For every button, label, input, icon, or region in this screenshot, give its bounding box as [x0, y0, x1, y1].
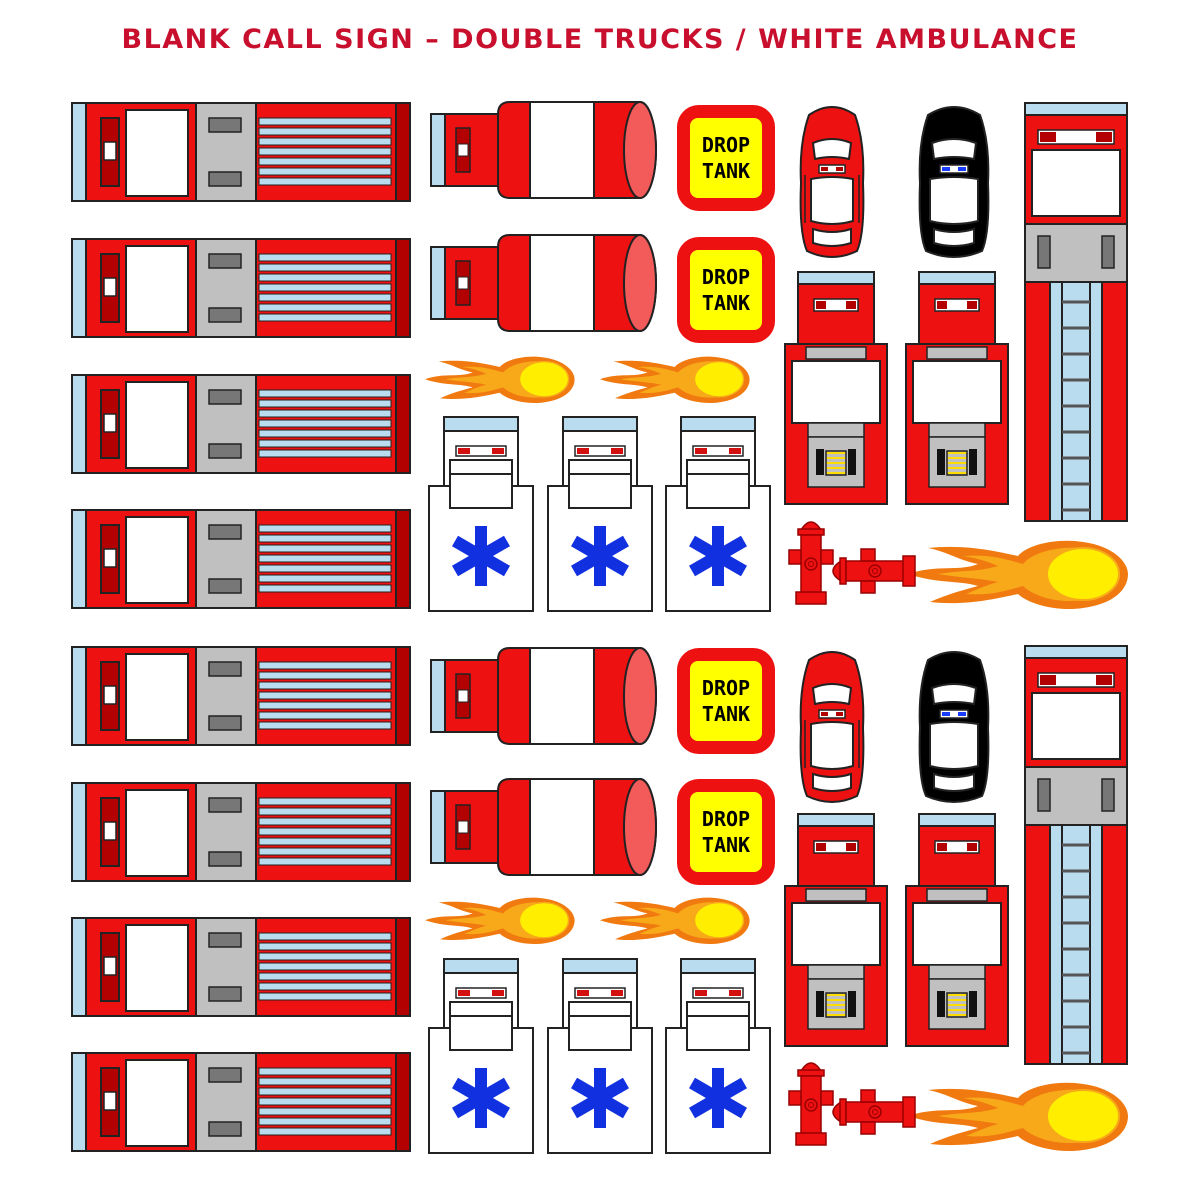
fireball-icon: [425, 352, 575, 406]
ambulance-icon: [428, 958, 534, 1154]
fireball-icon: [908, 534, 1128, 614]
drop-tank-line2: TANK: [702, 833, 750, 857]
fireball-icon: [425, 893, 575, 947]
water-tanker-icon: [430, 777, 658, 877]
drop-tank-line1: DROP: [702, 676, 750, 700]
fire-engine-top-icon: [905, 271, 1009, 505]
fire-engine-side-icon: [71, 238, 411, 338]
fire-engine-side-icon: [71, 374, 411, 474]
fire-hydrant-icon: [823, 1087, 917, 1137]
red-chief-car-icon: [797, 103, 867, 261]
fire-engine-top-icon: [905, 813, 1009, 1047]
drop-tank-icon: DROP TANK: [676, 647, 776, 755]
fire-engine-side-icon: [71, 917, 411, 1017]
drop-tank-line1: DROP: [702, 265, 750, 289]
drop-tank-line1: DROP: [702, 133, 750, 157]
fire-hydrant-icon: [786, 1053, 836, 1147]
fire-engine-side-icon: [71, 509, 411, 609]
drop-tank-icon: DROP TANK: [676, 778, 776, 886]
drop-tank-line2: TANK: [702, 291, 750, 315]
ladder-truck-icon: [1024, 102, 1128, 522]
fire-engine-side-icon: [71, 1052, 411, 1152]
fire-engine-side-icon: [71, 782, 411, 882]
fire-engine-side-icon: [71, 102, 411, 202]
water-tanker-icon: [430, 646, 658, 746]
fire-engine-side-icon: [71, 646, 411, 746]
water-tanker-icon: [430, 233, 658, 333]
drop-tank-line2: TANK: [702, 159, 750, 183]
fire-engine-top-icon: [784, 813, 888, 1047]
ambulance-icon: [665, 416, 771, 612]
drop-tank-line1: DROP: [702, 807, 750, 831]
ambulance-icon: [547, 416, 653, 612]
ambulance-icon: [665, 958, 771, 1154]
fire-hydrant-icon: [786, 512, 836, 606]
fire-engine-top-icon: [784, 271, 888, 505]
fireball-icon: [908, 1076, 1128, 1156]
ambulance-icon: [428, 416, 534, 612]
drop-tank-line2: TANK: [702, 702, 750, 726]
ladder-truck-icon: [1024, 645, 1128, 1065]
police-car-icon: [916, 103, 992, 261]
sheet-title: BLANK CALL SIGN – DOUBLE TRUCKS / WHITE …: [121, 24, 1079, 55]
police-car-icon: [916, 648, 992, 806]
red-chief-car-icon: [797, 648, 867, 806]
water-tanker-icon: [430, 100, 658, 200]
fireball-icon: [600, 352, 750, 406]
fireball-icon: [600, 893, 750, 947]
drop-tank-icon: DROP TANK: [676, 104, 776, 212]
drop-tank-icon: DROP TANK: [676, 236, 776, 344]
fire-hydrant-icon: [823, 546, 917, 596]
ambulance-icon: [547, 958, 653, 1154]
